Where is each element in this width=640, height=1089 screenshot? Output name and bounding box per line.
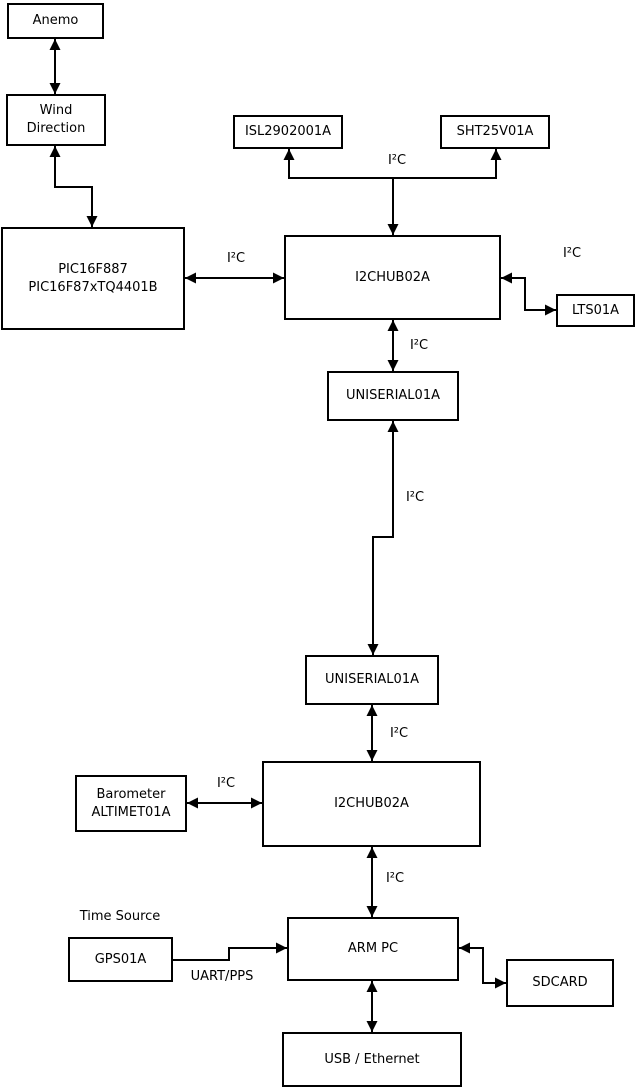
edge-armpc-sdcard	[459, 942, 506, 989]
node-sdcard-label: SDCARD	[532, 975, 588, 991]
node-usb-ethernet-label: USB / Ethernet	[324, 1051, 420, 1067]
node-barometer-altimet01a: Barometer ALTIMET01A	[75, 775, 187, 832]
node-sht25v01a: SHT25V01A	[440, 115, 550, 149]
edge-label-time-source: Time Source	[79, 909, 161, 924]
node-gps01a-label: GPS01A	[94, 951, 147, 967]
node-isl2902001a: ISL2902001A	[233, 115, 343, 149]
node-arm-pc: ARM PC	[287, 917, 459, 981]
node-i2chub02a-top-label: I2CHUB02A	[355, 269, 430, 285]
node-pic16f887-label-line2: PIC16F87xTQ4401B	[28, 279, 158, 295]
edge-label-i2c-sensor-bus: I²C	[387, 153, 407, 168]
node-uniserial01a-bottom: UNISERIAL01A	[305, 655, 439, 705]
node-anemo-label: Anemo	[32, 13, 79, 29]
edge-label-i2c-hub2-armpc: I²C	[385, 871, 405, 886]
edge-label-uart-pps: UART/PPS	[190, 969, 254, 984]
node-isl2902001a-label: ISL2902001A	[244, 124, 332, 140]
node-i2chub02a-top: I2CHUB02A	[284, 235, 501, 320]
node-sht25v01a-label: SHT25V01A	[456, 124, 534, 140]
node-lts01a-label: LTS01A	[571, 302, 620, 318]
edge-label-i2c-hub-uniserial: I²C	[409, 338, 429, 353]
node-uniserial01a-bottom-label: UNISERIAL01A	[325, 672, 419, 688]
node-wind-direction: Wind Direction	[6, 94, 106, 146]
edge-label-i2c-barometer: I²C	[216, 776, 236, 791]
edge-i2chub-top-lts	[501, 272, 556, 316]
node-uniserial01a-top-label: UNISERIAL01A	[346, 388, 440, 404]
node-lts01a: LTS01A	[556, 294, 635, 327]
node-uniserial01a-top: UNISERIAL01A	[327, 371, 459, 421]
node-gps01a: GPS01A	[68, 937, 173, 982]
node-usb-ethernet: USB / Ethernet	[282, 1032, 462, 1087]
node-sdcard: SDCARD	[506, 959, 614, 1007]
edge-label-i2c-uniserial-link: I²C	[405, 490, 425, 505]
edge-winddirection-pic	[49, 146, 98, 227]
node-i2chub02a-bottom: I2CHUB02A	[262, 761, 481, 847]
node-arm-pc-label: ARM PC	[347, 941, 399, 957]
node-barometer-label-line2: ALTIMET01A	[91, 804, 171, 820]
edge-label-i2c-pic-hub: I²C	[226, 251, 246, 266]
node-anemo: Anemo	[7, 3, 104, 39]
edge-label-i2c-uniserial-hub2: I²C	[389, 726, 409, 741]
node-pic16f887-label-line1: PIC16F887	[58, 261, 128, 277]
edge-label-i2c-lts: I²C	[562, 246, 582, 261]
node-wind-direction-label-line2: Direction	[26, 121, 86, 136]
node-barometer-label-line1: Barometer	[96, 786, 166, 802]
node-wind-direction-label-line1: Wind	[39, 103, 73, 119]
node-i2chub02a-bottom-label: I2CHUB02A	[334, 796, 409, 812]
node-pic16f887: PIC16F887 PIC16F87xTQ4401B	[1, 227, 185, 330]
edge-uniserial-top-uniserial-bottom	[367, 421, 399, 655]
edge-gps-armpc	[173, 942, 287, 961]
